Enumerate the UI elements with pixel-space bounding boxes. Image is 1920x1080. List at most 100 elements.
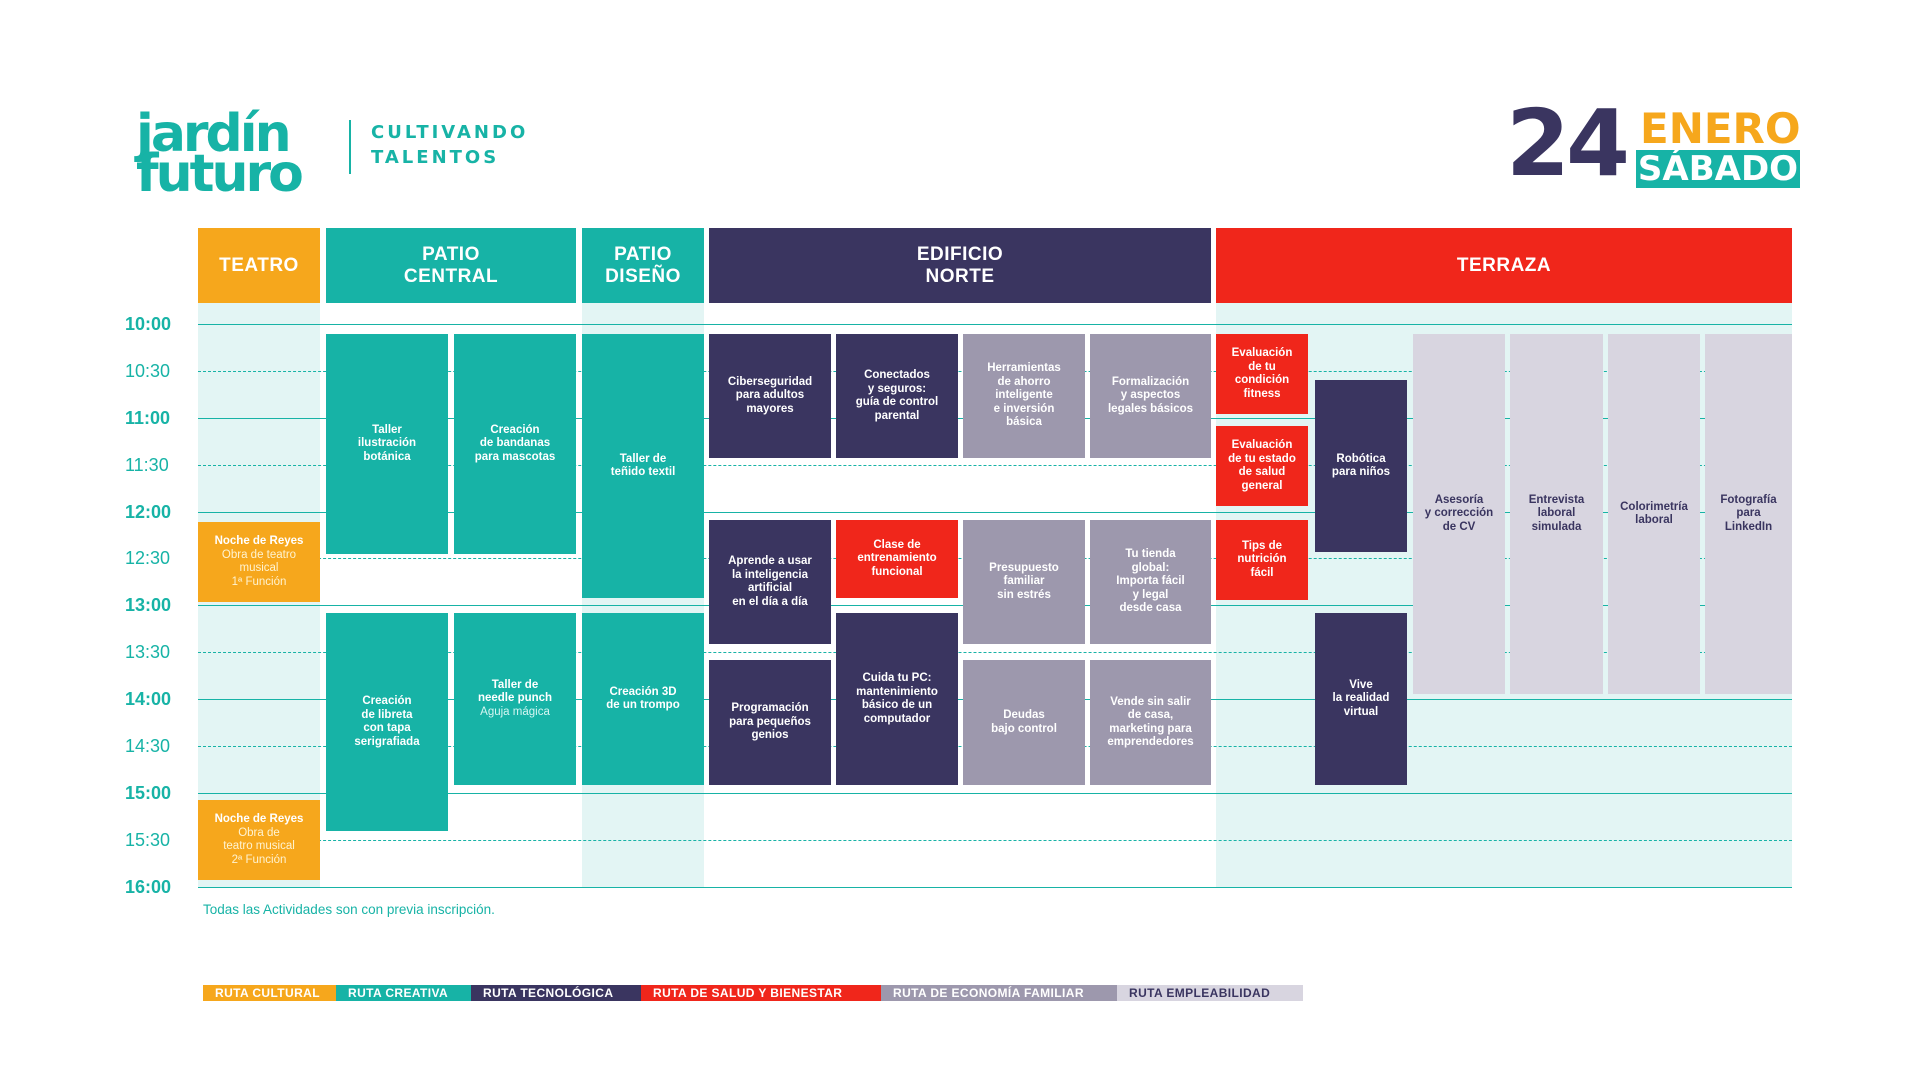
event-entrevista-simulada[interactable]: Entrevista laboral simulada	[1510, 334, 1603, 694]
jardin-futuro-logo: jardín futuro	[136, 104, 336, 204]
column-header-patio-diseno: PATIO DISEÑO	[582, 228, 704, 303]
header: jardín futuro CULTIVANDO TALENTOS 24 ENE…	[0, 0, 1920, 204]
event-title: Clase de entrenamiento funcional	[857, 538, 937, 578]
logo-line-2: futuro	[136, 144, 304, 204]
tagline-line-2: TALENTOS	[371, 147, 500, 168]
registration-note: Todas las Actividades son con previa ins…	[203, 902, 495, 917]
event-inteligencia-artificial[interactable]: Aprende a usar la inteligencia artificia…	[709, 520, 831, 644]
time-label: 12:00	[125, 502, 172, 522]
event-realidad-virtual[interactable]: Vive la realidad virtual	[1315, 613, 1407, 785]
event-title: Tips de nutrición fácil	[1237, 539, 1287, 579]
column-header-terraza: TERRAZA	[1216, 228, 1792, 303]
time-line	[198, 887, 1792, 888]
event-tips-nutricion[interactable]: Tips de nutrición fácil	[1216, 520, 1308, 600]
time-line	[198, 793, 1792, 794]
event-title: Taller ilustración botánica	[357, 423, 417, 463]
event-title: Entrevista laboral simulada	[1528, 493, 1585, 533]
event-title: Evaluación de tu condición fitness	[1231, 347, 1293, 400]
event-title: Asesoría y corrección de CV	[1424, 493, 1494, 533]
event-title: Noche de Reyes	[214, 813, 304, 825]
event-formalizacion[interactable]: Formalización y aspectos legales básicos	[1090, 334, 1211, 458]
time-line	[198, 652, 1792, 653]
event-creacion-3d-trompo[interactable]: Creación 3D de un trompo	[582, 613, 704, 785]
time-label: 16:00	[125, 877, 172, 897]
legend-ruta-empleabilidad: RUTA EMPLEABILIDAD	[1117, 985, 1303, 1001]
event-title: Deudas bajo control	[991, 709, 1057, 735]
event-title: Programación para pequeños genios	[729, 702, 811, 742]
event-entrenamiento-funcional[interactable]: Clase de entrenamiento funcional	[836, 520, 958, 598]
event-deudas-bajo-control[interactable]: Deudas bajo control	[963, 660, 1085, 785]
event-colorimetria-laboral[interactable]: Colorimetría laboral	[1608, 334, 1700, 694]
event-noche-de-reyes-1[interactable]: Noche de Reyes Obra de teatro musical 1ª…	[198, 522, 320, 602]
event-title: Vende sin salir de casa, marketing para …	[1107, 695, 1194, 749]
event-title: Fotografía para LinkedIn	[1720, 493, 1777, 533]
event-title: Creación de libreta con tapa serigrafiad…	[354, 695, 420, 748]
time-line	[198, 840, 1792, 841]
event-robotica-ninos[interactable]: Robótica para niños	[1315, 380, 1407, 552]
time-line	[198, 324, 1792, 325]
month-label: ENERO	[1640, 104, 1801, 153]
weekday-badge: SÁBADO	[1636, 149, 1800, 189]
column-header-edificio-norte: EDIFICIO NORTE	[709, 228, 1211, 303]
tagline-line-1: CULTIVANDO	[371, 122, 529, 143]
event-asesoria-cv[interactable]: Asesoría y corrección de CV	[1413, 334, 1505, 694]
day-number: 24	[1506, 90, 1630, 197]
event-title: Creación de bandanas para mascotas	[474, 423, 556, 463]
time-line	[198, 465, 1792, 466]
time-label: 11:00	[125, 408, 171, 428]
event-creacion-bandanas[interactable]: Creación de bandanas para mascotas	[454, 334, 576, 554]
event-tienda-global[interactable]: Tu tienda global: Importa fácil y legal …	[1090, 520, 1211, 644]
event-conectados-seguros[interactable]: Conectados y seguros: guía de control pa…	[836, 334, 958, 458]
time-label: 14:30	[125, 736, 171, 756]
event-title: Aprende a usar la inteligencia artificia…	[728, 555, 812, 608]
legend-ruta-economia: RUTA DE ECONOMÍA FAMILIAR	[881, 985, 1117, 1001]
time-label: 13:00	[125, 595, 172, 615]
event-title: Colorimetría laboral	[1620, 500, 1688, 527]
event-vende-sin-salir[interactable]: Vende sin salir de casa, marketing para …	[1090, 660, 1211, 785]
event-evaluacion-salud[interactable]: Evaluación de tu estado de salud general	[1216, 426, 1308, 506]
event-noche-de-reyes-2[interactable]: Noche de Reyes Obra de teatro musical 2ª…	[198, 800, 320, 880]
event-needle-punch[interactable]: Taller de needle punch Aguja mágica	[454, 613, 576, 785]
event-evaluacion-fitness[interactable]: Evaluación de tu condición fitness	[1216, 334, 1308, 414]
event-title: Creación 3D de un trompo	[606, 685, 680, 712]
event-title: Conectados y seguros: guía de control pa…	[855, 369, 939, 422]
event-title: Robótica para niños	[1331, 452, 1391, 479]
event-fotografia-linkedin[interactable]: Fotografía para LinkedIn	[1705, 334, 1792, 694]
time-line	[198, 512, 1792, 513]
event-cuida-tu-pc[interactable]: Cuida tu PC: mantenimiento básico de un …	[836, 613, 958, 785]
event-subtitle: Obra de teatro musical 1ª Función	[221, 548, 297, 588]
event-subtitle: Obra de teatro musical 2ª Función	[223, 826, 295, 866]
event-ciberseguridad[interactable]: Ciberseguridad para adultos mayores	[709, 334, 831, 458]
event-title: Vive la realidad virtual	[1332, 678, 1390, 718]
event-title: Formalización y aspectos legales básicos	[1107, 375, 1194, 415]
event-title: Herramientas de ahorro inteligente e inv…	[987, 362, 1061, 429]
event-taller-ilustracion-botanica[interactable]: Taller ilustración botánica	[326, 334, 448, 554]
event-title: Evaluación de tu estado de salud general	[1228, 439, 1296, 492]
event-title: Noche de Reyes	[214, 535, 304, 547]
time-label: 13:30	[125, 642, 171, 662]
event-programacion[interactable]: Programación para pequeños genios	[709, 660, 831, 785]
logo-divider	[349, 120, 351, 174]
event-title: Taller de needle punch	[477, 678, 553, 705]
schedule-grid: TEATRO PATIO CENTRAL PATIO DISEÑO EDIFIC…	[125, 228, 1792, 897]
event-tenido-textil[interactable]: Taller de teñido textil	[582, 334, 704, 598]
legend-ruta-cultural: RUTA CULTURAL	[203, 985, 336, 1001]
event-title: Cuida tu PC: mantenimiento básico de un …	[856, 672, 938, 725]
event-creacion-libreta[interactable]: Creación de libreta con tapa serigrafiad…	[326, 613, 448, 831]
column-header-patio-central: PATIO CENTRAL	[326, 228, 576, 303]
event-subtitle: Aguja mágica	[480, 705, 550, 718]
legend-ruta-creativa: RUTA CREATIVA	[336, 985, 471, 1001]
event-title: Ciberseguridad para adultos mayores	[727, 375, 813, 415]
time-label: 15:30	[125, 830, 171, 850]
event-presupuesto-familiar[interactable]: Presupuesto familiar sin estrés	[963, 520, 1085, 644]
event-herramientas-ahorro[interactable]: Herramientas de ahorro inteligente e inv…	[963, 334, 1085, 458]
logo-line-1: jardín	[136, 104, 292, 164]
event-title: Presupuesto familiar sin estrés	[989, 561, 1059, 601]
event-title: Taller de teñido textil	[610, 452, 676, 479]
time-label: 10:30	[125, 361, 171, 381]
time-label: 12:30	[125, 548, 171, 568]
time-label: 10:00	[125, 314, 172, 334]
column-header-teatro: TEATRO	[198, 228, 320, 303]
legend-ruta-tecnologica: RUTA TECNOLÓGICA	[471, 985, 641, 1001]
